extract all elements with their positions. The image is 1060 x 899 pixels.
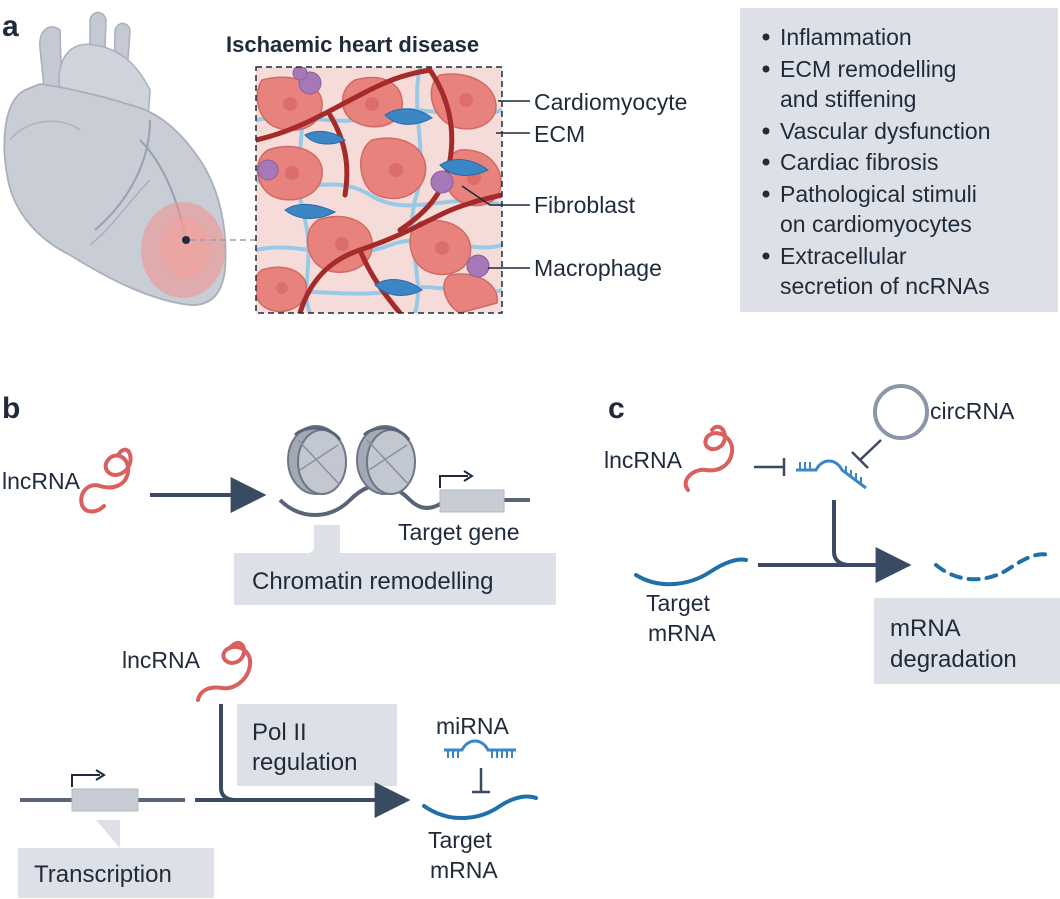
feature-list: Inflammation ECM remodelling and stiffen…: [762, 24, 991, 299]
panel-letter-b: b: [2, 392, 20, 425]
feature-item-cont: secretion of ncRNAs: [780, 273, 990, 299]
b-lncrna-label-1: lncRNA: [2, 468, 81, 494]
mrna-strand-icon: [422, 794, 538, 820]
chromatin-remodelling-box: [234, 553, 556, 605]
b-lncrna-label-2: lncRNA: [122, 647, 201, 673]
c-circrna-label: circRNA: [930, 398, 1015, 424]
tss-arrow-icon: [71, 774, 100, 787]
b-pol-connector: [219, 704, 237, 802]
lncrna-squiggle-icon: [79, 447, 133, 514]
inhibition-icon: [754, 458, 786, 476]
panel-letter-c: c: [608, 392, 625, 425]
pol-ii-line2: regulation: [252, 749, 357, 776]
mirna-icon: [444, 739, 516, 758]
b-target-gene-label: Target gene: [398, 519, 519, 545]
b-target-mrna-line1: Target: [428, 827, 493, 853]
b-target-mrna-line2: mRNA: [430, 857, 498, 883]
degraded-mrna-icon: [934, 552, 1050, 582]
circrna-ring-icon: [873, 384, 929, 440]
transcription-label: Transcription: [34, 861, 172, 888]
c-mirna-connector: [832, 500, 851, 567]
pol-ii-line1: Pol II: [252, 719, 307, 746]
lncrna-squiggle-icon: [683, 424, 735, 492]
feature-item: Inflammation: [780, 24, 912, 50]
c-target-mrna-line1: Target: [646, 590, 711, 616]
inset-callouts: [461, 100, 530, 269]
lncrna-squiggle-icon: [196, 641, 253, 702]
tissue-inset: [255, 66, 503, 314]
degradation-line2: degradation: [890, 646, 1017, 673]
feature-item: ECM remodelling: [780, 56, 956, 82]
inhibition-icon: [472, 768, 490, 794]
mirna-icon: [796, 459, 867, 490]
pol-ii-regulation-box: [237, 704, 397, 786]
degradation-line1: mRNA: [890, 615, 961, 642]
transcription-box: [18, 848, 214, 898]
nucleosome-icon: [278, 425, 447, 517]
chromatin-remodelling-label: Chromatin remodelling: [252, 568, 493, 595]
feature-item: Cardiac fibrosis: [780, 149, 939, 175]
label-ecm: ECM: [534, 121, 585, 147]
feature-item-cont: on cardiomyocytes: [780, 211, 972, 237]
feature-list-box: [740, 8, 1058, 312]
feature-item: Extracellular: [780, 243, 907, 269]
label-fibroblast: Fibroblast: [534, 192, 636, 218]
label-macrophage: Macrophage: [534, 255, 662, 281]
mrna-degradation-box: [874, 598, 1060, 684]
label-cardiomyocyte: Cardiomyocyte: [534, 89, 687, 115]
feature-item: Vascular dysfunction: [780, 118, 991, 144]
feature-item-cont: and stiffening: [780, 86, 916, 112]
b-mirna-label: miRNA: [436, 713, 509, 739]
inhibition-icon: [851, 439, 882, 469]
feature-item: Pathological stimuli: [780, 181, 977, 207]
c-target-mrna-line2: mRNA: [648, 620, 716, 646]
c-lncrna-label: lncRNA: [604, 447, 683, 473]
tss-arrow-icon: [439, 475, 468, 488]
heart-illustration: [3, 11, 256, 306]
gene-box-icon: [439, 489, 505, 513]
mrna-strand-icon: [634, 557, 748, 587]
panel-a-title: Ischaemic heart disease: [226, 32, 479, 57]
panel-letter-a: a: [2, 10, 19, 43]
gene-box-icon: [71, 788, 139, 812]
